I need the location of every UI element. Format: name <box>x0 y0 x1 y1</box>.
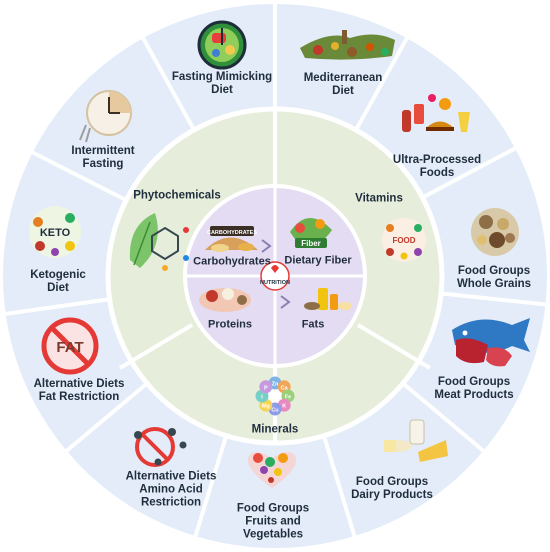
arrow-right-icon <box>261 239 272 253</box>
vitamin-foods-icon: FOOD <box>382 218 426 262</box>
mineral-symbol: Zn <box>272 382 279 388</box>
grains-icon <box>471 208 519 256</box>
mineral-symbol: I <box>261 395 263 401</box>
fats-oils-icon <box>304 288 352 310</box>
mineral-symbol: Mg <box>262 404 270 410</box>
outer-divider-line <box>5 297 108 316</box>
fiber-icon-caption: Fiber <box>301 239 321 248</box>
arrow-down-icon <box>280 295 291 309</box>
no-amino-acid-icon <box>134 427 187 467</box>
mineral-symbol: Cu <box>271 408 278 414</box>
label-dietary-fiber: Dietary Fiber <box>284 254 352 267</box>
outer-divider-line <box>141 37 195 130</box>
mineral-symbol: P <box>264 385 268 391</box>
nutrition-badge-text: NUTRITION <box>260 280 290 286</box>
outer-divider-line <box>322 437 357 537</box>
fasting-clock-icon <box>79 90 132 143</box>
fat-icon-caption: FAT <box>56 339 83 356</box>
label-fats: Fats <box>301 318 325 331</box>
label-carbohydrates: Carbohydrates <box>193 255 271 268</box>
outer-divider-line <box>31 150 126 202</box>
nutrition-badge-icon: NUTRITION <box>260 261 290 291</box>
outer-divider-line <box>193 437 228 537</box>
label-phytochemicals: Phytochemicals <box>133 189 221 202</box>
label-proteins: Proteins <box>207 318 253 331</box>
protein-foods-icon <box>199 288 251 312</box>
mineral-petal <box>259 380 273 394</box>
fast-food-icon <box>402 94 470 132</box>
outer-divider-line <box>442 291 546 307</box>
molecule-leaf-icon <box>129 213 189 271</box>
carbohydrates-foods-icon: CARBOHYDRATES <box>205 226 258 252</box>
mineral-symbol: Ca <box>281 385 289 391</box>
keto-icon-caption: KETO <box>40 227 71 239</box>
outer-divider-line <box>403 383 485 453</box>
vitamin-icon-caption: FOOD <box>392 236 415 245</box>
fiber-foods-icon: Fiber <box>290 217 332 248</box>
outer-dividers <box>5 4 546 537</box>
clock-plate-icon <box>197 20 247 70</box>
keto-foods-icon: KETO <box>29 206 81 258</box>
mineral-symbol: Fe <box>285 395 291 401</box>
meat-fish-icon <box>452 318 530 367</box>
label-minerals: Minerals <box>251 423 299 436</box>
outer-divider-line <box>65 383 147 453</box>
mineral-symbol: K <box>282 404 286 410</box>
fruit-heart-icon <box>247 452 297 488</box>
carbohydrates-icon-caption: CARBOHYDRATES <box>207 230 257 236</box>
outer-divider-line <box>355 37 409 130</box>
dairy-icon <box>384 419 448 462</box>
no-fat-icon: FAT <box>41 317 99 375</box>
label-vitamins: Vitamins <box>355 192 403 205</box>
outer-divider-line <box>423 146 517 199</box>
mediterranean-foods-icon <box>300 30 395 60</box>
